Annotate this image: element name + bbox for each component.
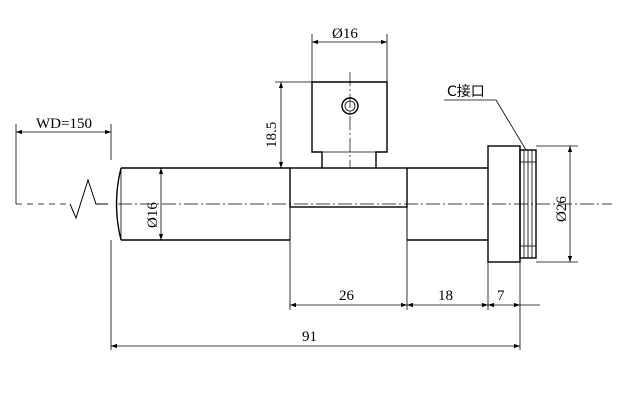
label-working-distance: WD=150	[36, 116, 92, 132]
label-mount-diameter: Ø26	[554, 196, 570, 222]
label-body-length: 26	[339, 288, 355, 304]
label-rear-length: 18	[438, 288, 453, 304]
bottom-extension-lines	[110, 240, 521, 350]
label-barrel-diameter: Ø16	[145, 202, 161, 228]
port-hole	[341, 97, 359, 115]
dim-port-diameter	[311, 34, 388, 82]
dim-working-distance	[15, 124, 112, 204]
dim-port-height	[275, 81, 312, 169]
coaxial-port	[311, 81, 388, 168]
label-mount-length: 7	[497, 288, 505, 304]
label-total-length: 91	[302, 329, 317, 345]
label-port-diameter: Ø16	[332, 26, 358, 42]
c-mount-leader	[444, 99, 527, 151]
wd-break-line	[16, 178, 108, 220]
label-port-height: 18.5	[264, 122, 280, 148]
c-mount	[487, 145, 537, 263]
front-barrel	[115, 167, 290, 241]
middle-body	[289, 167, 408, 208]
dim-mount-diameter	[536, 145, 578, 263]
label-c-mount: C接口	[447, 83, 485, 100]
rear-barrel	[407, 167, 488, 241]
